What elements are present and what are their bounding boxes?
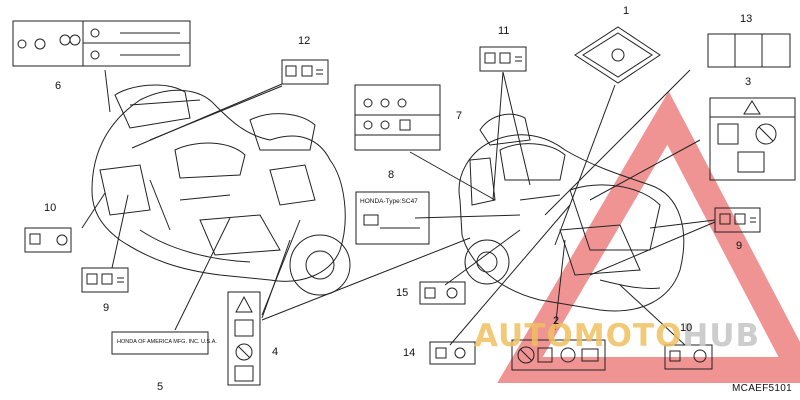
diagram-code: MCAEF5101 <box>732 383 792 394</box>
watermark-auto: AUTO <box>474 318 574 354</box>
label-3 <box>709 97 796 181</box>
callout-5: 5 <box>157 381 164 393</box>
label-1 <box>574 26 661 84</box>
label-10-left <box>24 227 72 253</box>
watermark-triangle <box>497 91 800 383</box>
callout-8: 8 <box>388 169 395 181</box>
callout-11: 11 <box>498 25 510 37</box>
watermark-text: AUTOMOTOHUB <box>474 318 760 354</box>
motorcycle-left <box>91 84 351 296</box>
watermark-hub: HUB <box>682 318 761 354</box>
callout-13: 13 <box>740 13 753 25</box>
leader-lines <box>81 69 716 346</box>
callout-9-right: 9 <box>736 240 743 252</box>
callout-3: 3 <box>745 76 752 88</box>
label-9-left <box>81 267 129 293</box>
label-9-right <box>714 207 761 233</box>
label-5 <box>111 331 209 355</box>
label-11 <box>479 46 527 72</box>
label-15 <box>419 281 466 305</box>
label-7 <box>354 84 441 151</box>
callout-10-left: 10 <box>44 202 57 214</box>
callout-15: 15 <box>396 287 409 299</box>
callout-6: 6 <box>55 80 62 92</box>
label-13 <box>707 33 791 68</box>
watermark-moto: MOTO <box>573 318 683 354</box>
label-2 <box>511 339 606 371</box>
label-8-text: HONDA-Type:SC47 <box>360 198 418 205</box>
callout-7: 7 <box>456 110 463 122</box>
label-4 <box>227 291 261 386</box>
label-8 <box>355 191 430 245</box>
label-5-text: HONDA OF AMERICA MFG. INC. U.S.A. <box>117 339 217 345</box>
callout-9-left: 9 <box>103 302 110 314</box>
label-12 <box>281 59 329 85</box>
callout-14: 14 <box>403 347 416 359</box>
callout-12: 12 <box>298 35 311 47</box>
callout-10-right: 10 <box>680 322 693 334</box>
label-14 <box>429 341 476 365</box>
callout-4: 4 <box>272 346 279 358</box>
callout-1: 1 <box>623 5 630 17</box>
callout-2: 2 <box>553 315 560 327</box>
label-10-right <box>664 344 713 370</box>
label-6 <box>12 20 191 67</box>
